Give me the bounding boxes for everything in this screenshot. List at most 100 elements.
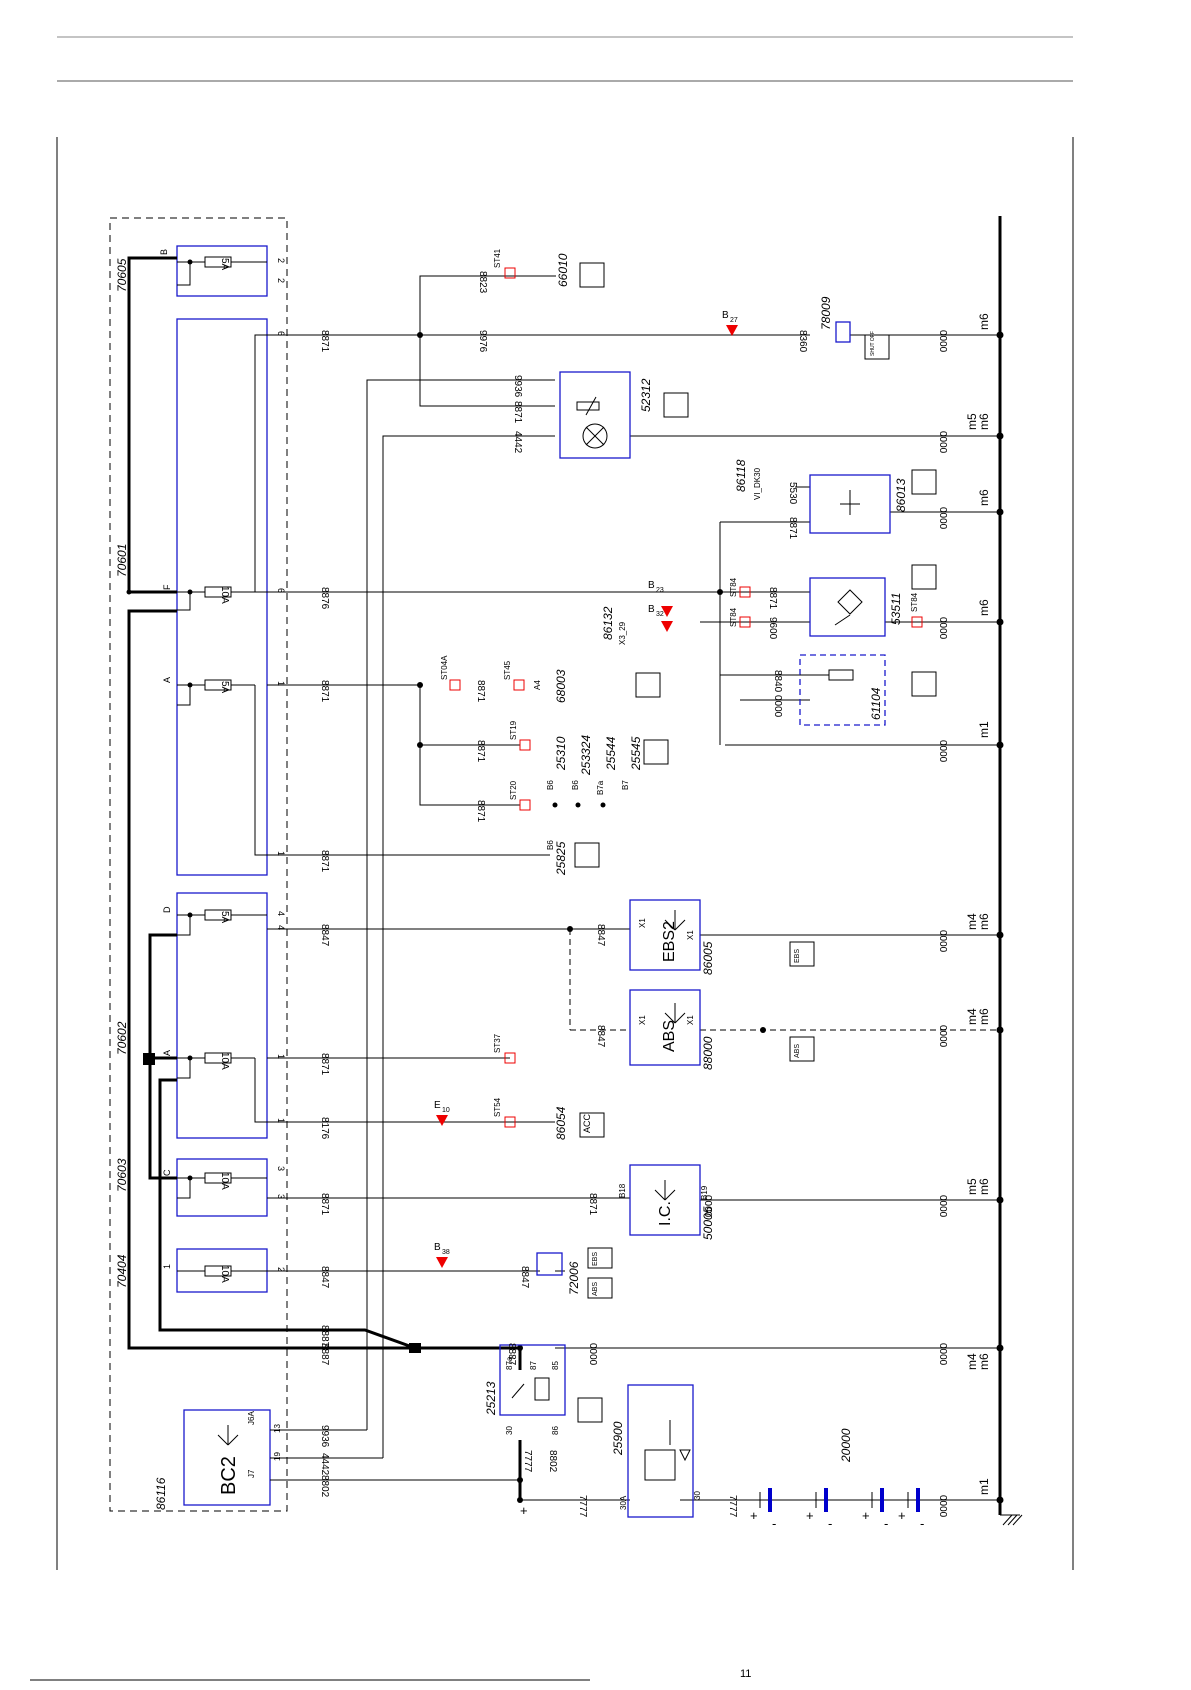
pin-label: C [162, 1169, 172, 1176]
symbol-badge [577, 1397, 603, 1423]
connector-label: ST41 [493, 248, 502, 268]
connector-label: ST04A [440, 655, 449, 680]
wire-number: 8871 [319, 1053, 330, 1076]
module-label: I.C. [657, 1201, 674, 1226]
connector-label: B [648, 580, 655, 591]
wire-number: 8887 [506, 1343, 517, 1366]
connector-label: B [434, 1242, 441, 1253]
wire-number: 5530 [787, 482, 798, 505]
connector-label: ST54 [493, 1097, 502, 1117]
wire-number: 9936 [319, 1425, 330, 1448]
pin-label: 6 [276, 588, 286, 593]
ground-label: m1 [977, 721, 991, 738]
pin-label: A [162, 677, 172, 683]
connector-label: ST19 [509, 720, 518, 740]
polarity-label: - [828, 1516, 832, 1531]
ground-hatch [1000, 1514, 1023, 1526]
fuse-rating: 5A [219, 681, 230, 694]
wire-number: 9600 [767, 617, 778, 640]
pin-label: 1 [276, 851, 286, 856]
wire-number: 8871 [475, 800, 486, 823]
component-label: 25544 [604, 736, 618, 771]
component-86013 [809, 474, 891, 534]
component-label: 25213 [484, 1381, 498, 1416]
pin-label: 3 [276, 1166, 286, 1171]
connector-label: 30A [619, 1495, 628, 1510]
connector-label: B6 [571, 780, 580, 790]
ground-label: m6 [977, 1008, 991, 1025]
component-label: 25545 [629, 736, 643, 771]
fuse-box-70605 [176, 245, 268, 297]
wire-number: 4442 [319, 1453, 330, 1476]
symbol-badge [579, 1112, 605, 1138]
component-label: 86054 [554, 1106, 568, 1140]
wire-number: 8871 [319, 330, 330, 353]
connector-label: ST84 [729, 577, 738, 597]
symbol-badge [911, 671, 937, 697]
connector-label: E [434, 1100, 441, 1111]
wire-number: 7777 [727, 1495, 738, 1518]
pin-label: D [162, 906, 172, 913]
connector-label: 38 [442, 1249, 450, 1256]
component-label: 68003 [554, 669, 568, 703]
badge-label: ABS [592, 1282, 599, 1296]
symbol-badge [579, 262, 605, 288]
wire-number: 0000 [587, 1343, 598, 1366]
ground-label: m4 [965, 913, 979, 930]
connector-label: 13 [273, 1424, 282, 1433]
badge-label: ACC [582, 1113, 592, 1133]
pin-label: 3 [276, 1194, 286, 1199]
connector-label: B6 [546, 780, 555, 790]
component-label: 86013 [894, 478, 908, 512]
module-label: ABS [661, 1020, 678, 1052]
wire-number: 0000 [772, 695, 783, 718]
wire-number: 8847 [319, 924, 330, 947]
module-ebs2 [629, 899, 701, 971]
connector-label: 32 [656, 611, 664, 618]
wire-number: 0000 [937, 930, 948, 953]
pin-label: A [162, 1050, 172, 1056]
pin-label: 1 [162, 1264, 172, 1269]
wire-number: 8847 [519, 1266, 530, 1289]
component-label: 66010 [556, 253, 570, 287]
component-label: 52312 [639, 378, 653, 412]
wire-number: 0000 [937, 740, 948, 763]
wire-number: 0000 [937, 1495, 948, 1518]
connector-label: ST37 [493, 1033, 502, 1053]
symbol-badge [911, 564, 937, 590]
fuse-box-label: 70605 [115, 258, 129, 292]
fuse-rating: 10A [219, 586, 230, 604]
connector-label: B [722, 310, 729, 321]
supply-link-70602 [148, 933, 177, 1060]
ground-label: m6 [977, 1178, 991, 1195]
wire-number: 8887 [319, 1325, 330, 1348]
component-label: 86005 [701, 941, 715, 975]
wire-number: 8871 [512, 401, 523, 424]
wire-number: 8847 [595, 924, 606, 947]
wire-number: 7777 [577, 1495, 588, 1518]
connector-label: 85 [551, 1361, 560, 1370]
connector-label: X1 [638, 1015, 647, 1025]
ground-label: m5 [965, 1178, 979, 1195]
wire-number: 8847 [595, 1025, 606, 1048]
fuse-box-70603 [176, 1158, 268, 1217]
polarity-label: + [806, 1508, 814, 1523]
polarity-label: + [520, 1503, 528, 1518]
badge-label: ABS [794, 1044, 801, 1058]
connector-label: B [648, 604, 655, 615]
wire-number: 8360 [797, 330, 808, 353]
splice [143, 1053, 155, 1065]
polarity-label: + [862, 1508, 870, 1523]
connector-label: B6 [546, 840, 555, 850]
wire-number: 4442 [512, 431, 523, 454]
connector-label: X3_29 [618, 621, 627, 645]
fuse-box-70601 [176, 318, 268, 876]
pin-label: 2 [276, 258, 286, 263]
component-label: 86118 [734, 459, 748, 492]
component-label: 25825 [554, 841, 568, 876]
wire-number: 8871 [587, 1193, 598, 1216]
connector-label: 87a [505, 1356, 514, 1370]
component-label: 20000 [839, 1428, 853, 1463]
connector-label: B19 [700, 1185, 709, 1200]
